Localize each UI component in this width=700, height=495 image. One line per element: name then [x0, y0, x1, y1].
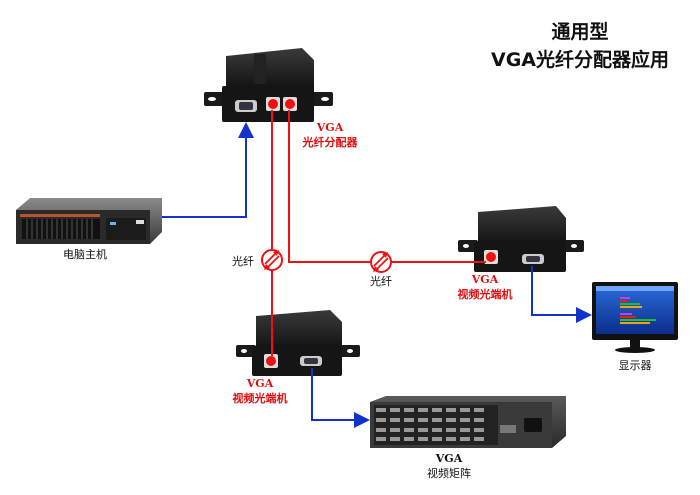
vga-port-icon — [235, 100, 257, 112]
vga-video-receiver-bottom — [236, 310, 360, 376]
monitor-label: 显示器 — [618, 359, 652, 372]
diagram-title: 通用型 VGA光纤分配器应用 — [470, 18, 690, 74]
fiber-port-2-icon — [283, 97, 297, 111]
vga-fiber-splitter-device — [204, 48, 333, 122]
fiber-port-1-icon — [266, 97, 280, 111]
fiber-symbol-right-icon — [370, 251, 392, 273]
fiber-left-label: 光纤 — [232, 255, 254, 268]
fiber-cable-to-right-receiver — [288, 110, 486, 263]
splitter-label: VGA 光纤分配器 — [302, 121, 358, 149]
monitor-display — [592, 282, 678, 353]
fiber-right-label: 光纤 — [370, 275, 392, 288]
vga-cable-pc-to-splitter — [162, 122, 254, 218]
receiver-bottom-label: VGA 视频光端机 — [232, 377, 288, 405]
pc-label: 电脑主机 — [63, 248, 107, 261]
vga-video-receiver-right — [458, 206, 584, 272]
title-line-2: VGA光纤分配器应用 — [490, 49, 669, 71]
vga-video-matrix-device — [370, 396, 566, 448]
title-line-1: 通用型 — [551, 21, 609, 43]
matrix-label: VGA 视频矩阵 — [427, 452, 471, 480]
vga-cable-receiver-to-matrix — [311, 368, 370, 428]
receiver-right-label: VGA 视频光端机 — [457, 273, 513, 301]
fiber-symbol-left-icon — [261, 249, 283, 271]
vga-cable-receiver-to-monitor — [531, 266, 592, 323]
pc-host-server — [16, 198, 162, 244]
monitor-screen-bars — [620, 297, 656, 324]
